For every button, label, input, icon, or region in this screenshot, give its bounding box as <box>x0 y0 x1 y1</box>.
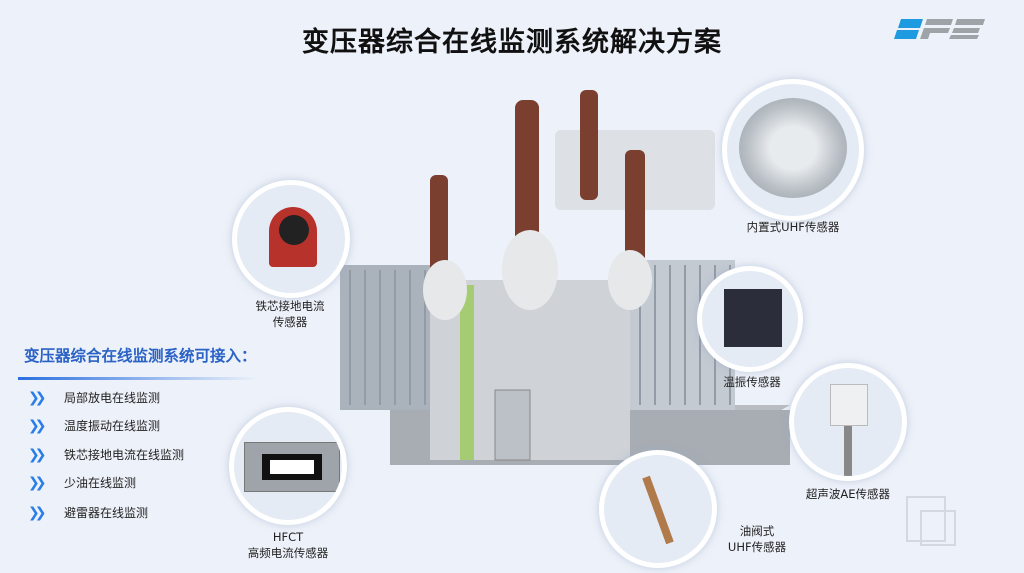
internal-uhf-sensor-label: 内置式UHF传感器 <box>746 220 840 234</box>
list-item: ❯❯ 局部放电在线监测 <box>28 389 160 406</box>
decorative-square <box>906 496 946 542</box>
list-item-label: 温度振动在线监测 <box>64 419 161 433</box>
list-item-label: 局部放电在线监测 <box>64 391 161 405</box>
decorative-square <box>920 510 956 546</box>
iron-core-sensor-image <box>232 180 350 298</box>
list-item-label: 少油在线监测 <box>64 476 137 490</box>
list-item: ❯❯ 铁芯接地电流在线监测 <box>28 446 184 463</box>
chevron-double-icon: ❯❯ <box>28 446 46 463</box>
chevron-double-icon: ❯❯ <box>28 504 46 521</box>
ae-sensor-image <box>789 363 907 481</box>
list-item-label: 铁芯接地电流在线监测 <box>64 448 185 462</box>
divider <box>18 377 258 380</box>
hfct-sensor-image <box>229 407 347 525</box>
oil-valve-uhf-sensor-image <box>599 450 717 568</box>
list-item: ❯❯ 温度振动在线监测 <box>28 417 160 434</box>
temp-vibration-sensor-label: 温振传感器 <box>723 375 781 389</box>
chevron-double-icon: ❯❯ <box>28 389 46 406</box>
list-item: ❯❯ 少油在线监测 <box>28 474 136 491</box>
ae-sensor-label: 超声波AE传感器 <box>805 487 891 501</box>
chevron-double-icon: ❯❯ <box>28 474 46 491</box>
temp-vibration-sensor-image <box>697 266 803 372</box>
iron-core-sensor-label: 铁芯接地电流传感器 <box>255 299 325 329</box>
list-item-label: 避雷器在线监测 <box>64 506 149 520</box>
bre-logo <box>894 19 985 39</box>
page-title: 变压器综合在线监测系统解决方案 <box>302 27 722 58</box>
internal-uhf-sensor-image <box>722 79 864 221</box>
list-item: ❯❯ 避雷器在线监测 <box>28 504 148 521</box>
list-title: 变压器综合在线监测系统可接入： <box>24 347 257 365</box>
chevron-double-icon: ❯❯ <box>28 417 46 434</box>
